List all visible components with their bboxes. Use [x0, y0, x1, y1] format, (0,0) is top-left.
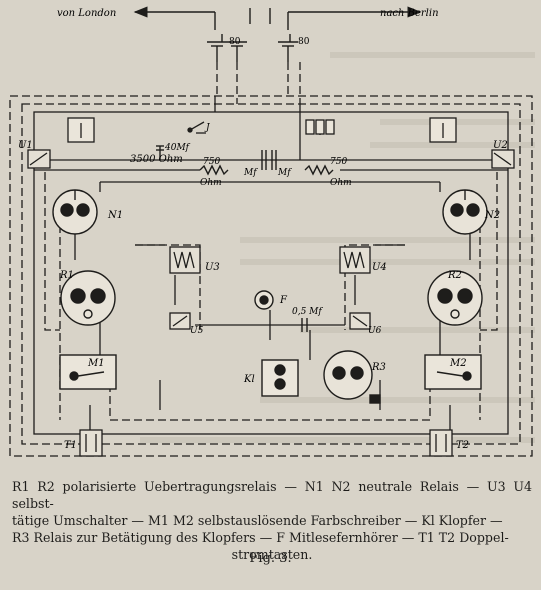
relay-r2 [427, 270, 483, 326]
ink-writer-m2 [424, 354, 482, 390]
line-left-unit: Ohm [200, 178, 222, 188]
label-t2: T2 [456, 440, 469, 451]
caption-line-4: stromtasten. [231, 547, 313, 562]
capacitor-left [156, 145, 164, 160]
key-t1 [79, 429, 103, 457]
label-kl: Kl [243, 374, 255, 385]
figure-number: Fig. 3. [249, 551, 292, 566]
label-r2: R2 [447, 270, 462, 281]
capacitor-f-label: 0,5 Mf [292, 307, 323, 317]
label-m2: M2 [449, 358, 467, 369]
artificial-line-left [199, 164, 229, 176]
switch-u5 [169, 312, 191, 330]
switch-u1 [27, 149, 51, 169]
relay-circuit-diagram: von London nach Berlin 80 80 [9, 6, 535, 457]
relay-r3 [323, 350, 381, 404]
label-f: F [279, 295, 288, 306]
battery-label-b: 80 [298, 37, 310, 47]
artificial-line-right [304, 164, 334, 176]
line-right-unit: Ohm [330, 178, 352, 188]
label-u1: U1 [18, 140, 33, 151]
capacitor-middle [261, 150, 277, 170]
figure-caption: R1 R2 polarisierte Uebertragungsrelais —… [12, 478, 532, 563]
resistor-label: 3500 Ohm [130, 154, 183, 165]
label-r3: R3 [371, 362, 386, 373]
label-n2: N2 [484, 210, 500, 221]
ink-writer-m1 [59, 354, 117, 390]
switch-u2 [491, 149, 515, 169]
label-u2: U2 [493, 140, 508, 151]
dashed-circuit-lines [9, 62, 533, 457]
telephone-f [254, 290, 274, 310]
line-arrow [133, 6, 422, 30]
label-mf-b: Mf [277, 168, 292, 178]
background-bleed [140, 52, 535, 443]
label-r1: R1 [59, 270, 74, 281]
label-t1: T1 [64, 440, 77, 451]
label-u4: U4 [372, 262, 387, 273]
label-m1: M1 [87, 358, 105, 369]
line-right-value: 750 [330, 157, 347, 167]
capacitor-f [301, 318, 308, 332]
battery-label-a: 80 [229, 37, 241, 47]
relay-n1 [52, 189, 98, 235]
caption-line-1: R1 R2 polarisierte Uebertragungsrelais —… [12, 479, 532, 511]
switch-u3 [169, 246, 201, 274]
label-nach-berlin: nach Berlin [380, 8, 439, 19]
label-j: J [204, 123, 211, 133]
line-left-value: 750 [203, 157, 220, 167]
galvanometer-left [67, 117, 95, 143]
solid-circuit-lines [33, 96, 509, 435]
coil-group [305, 119, 335, 135]
switch-u4 [339, 246, 371, 274]
relay-n2 [442, 189, 488, 235]
key-t2 [429, 429, 453, 457]
key-j [187, 121, 206, 134]
label-u3: U3 [205, 262, 220, 273]
relay-r1 [60, 270, 116, 326]
label-von-london: von London [57, 8, 116, 19]
caption-line-2: tätige Umschalter — M1 M2 selbstauslösen… [12, 513, 503, 528]
label-mf-a: Mf [243, 168, 258, 178]
label-u5: U5 [190, 326, 204, 336]
galvanometer-right [429, 117, 457, 143]
battery-group [207, 34, 298, 62]
label-n1: N1 [107, 210, 123, 221]
caption-line-3: R3 Relais zur Betätigung des Klopfers — … [12, 530, 509, 545]
sounder-kl [261, 359, 299, 397]
capacitor-label: 40Mf [164, 143, 191, 153]
switch-u6 [349, 312, 371, 330]
label-u6: U6 [368, 326, 382, 336]
